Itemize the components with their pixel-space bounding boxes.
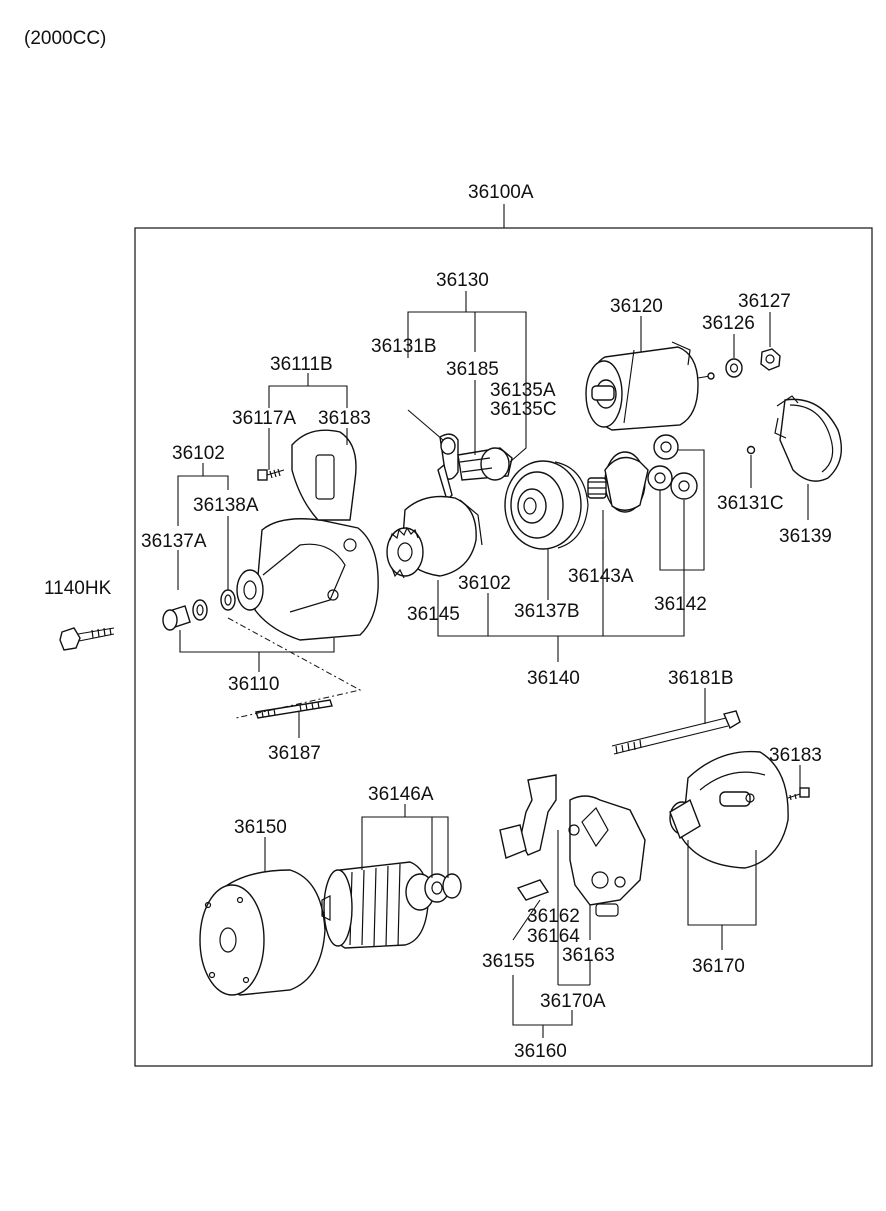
washer-a [192, 599, 208, 621]
through-bolt [611, 710, 741, 755]
label-36135A[interactable]: 36135A [490, 380, 556, 401]
solenoid-boot [774, 395, 842, 482]
o-ring [746, 445, 756, 455]
label-36126[interactable]: 36126 [702, 313, 755, 334]
washer-b [220, 589, 236, 611]
label-36170A[interactable]: 36170A [540, 991, 606, 1012]
label-36120[interactable]: 36120 [610, 296, 663, 317]
front-housing [236, 429, 379, 641]
label-36138A[interactable]: 36138A [193, 495, 259, 516]
yoke-assembly [199, 869, 326, 996]
label-36131C[interactable]: 36131C [717, 493, 784, 514]
armature [321, 861, 462, 949]
label-36140[interactable]: 36140 [527, 668, 580, 689]
label-36146A[interactable]: 36146A [368, 784, 434, 805]
label-36102-left[interactable]: 36102 [172, 443, 225, 464]
assembly-part-number[interactable]: 36100A [468, 182, 534, 203]
label-36162[interactable]: 36162 [527, 906, 580, 927]
label-36117A[interactable]: 36117A [232, 408, 296, 429]
pinion-clutch [386, 495, 483, 579]
washer-b-hole [224, 594, 232, 606]
label-36102-center[interactable]: 36102 [458, 573, 511, 594]
label-36137B[interactable]: 36137B [514, 601, 580, 622]
label-36131B[interactable]: 36131B [371, 336, 437, 357]
leader-lines [177, 291, 809, 1038]
label-36137A[interactable]: 36137A [141, 531, 207, 552]
label-36187[interactable]: 36187 [268, 743, 321, 764]
label-36185[interactable]: 36185 [446, 359, 499, 380]
label-36150[interactable]: 36150 [234, 817, 287, 838]
planet-gears [647, 434, 698, 500]
rear-bracket [669, 750, 789, 869]
label-36163[interactable]: 36163 [562, 945, 615, 966]
plunger-spring [457, 447, 513, 481]
label-36145[interactable]: 36145 [407, 604, 460, 625]
solenoid-switch [585, 341, 715, 431]
label-36181B[interactable]: 36181B [668, 668, 734, 689]
washer-a-hole [196, 604, 204, 616]
label-36127[interactable]: 36127 [738, 291, 791, 312]
hex-nut [760, 348, 781, 371]
label-36160[interactable]: 36160 [514, 1041, 567, 1062]
label-36155[interactable]: 36155 [482, 951, 535, 972]
label-36164[interactable]: 36164 [527, 926, 580, 947]
assembly-frame [134, 227, 873, 1067]
stud-bolt [255, 699, 333, 719]
stud-guide-line [227, 617, 362, 719]
label-36139[interactable]: 36139 [779, 526, 832, 547]
label-36183-bottom[interactable]: 36183 [769, 745, 822, 766]
label-1140HK[interactable]: 1140HK [44, 578, 112, 599]
label-36170[interactable]: 36170 [692, 956, 745, 977]
label-36135C[interactable]: 36135C [490, 399, 557, 420]
brush-holder-assembly [499, 774, 646, 917]
label-36110[interactable]: 36110 [228, 674, 279, 695]
engine-note: (2000CC) [24, 28, 106, 49]
label-36143A[interactable]: 36143A [568, 566, 634, 587]
washer [725, 358, 743, 378]
bolt [257, 468, 285, 481]
label-36183-top[interactable]: 36183 [318, 408, 371, 429]
internal-gear-housing [504, 460, 589, 550]
mounting-bolt [59, 627, 115, 651]
drive-lever [437, 433, 459, 502]
label-36130[interactable]: 36130 [436, 270, 489, 291]
bushing [162, 605, 191, 631]
rear-screw [787, 787, 810, 801]
label-36111B[interactable]: 36111B [270, 354, 333, 375]
label-36142[interactable]: 36142 [654, 594, 707, 615]
planetary-carrier [587, 451, 649, 513]
